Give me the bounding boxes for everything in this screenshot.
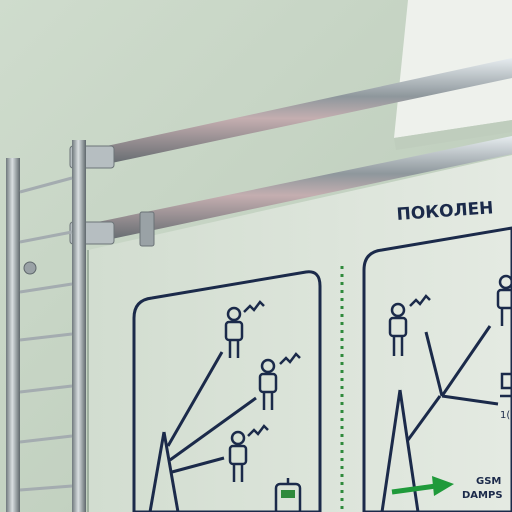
rail-lower [88,136,512,244]
signal-lines-left [166,351,257,474]
network-lines-right [424,325,499,406]
window-frame-shadow [394,120,512,150]
diagram-box-right [362,226,512,512]
arrow-icon [391,476,454,496]
post-right [72,140,86,512]
diagram-box-left [132,270,322,512]
network-label-gsm: GSM [476,476,501,487]
person-icon [496,274,512,326]
post-left [6,158,20,512]
antenna-tower-right [380,389,442,512]
computer-icon [500,372,512,398]
computer-label-partial: 1( [500,410,510,421]
post-knob [23,261,37,275]
antenna-tower-left [148,431,180,512]
person-icon [228,424,269,482]
person-icon [258,352,301,410]
rail-upper [88,58,512,168]
person-icon [224,300,265,358]
person-icon [388,294,431,356]
window-light [394,0,512,138]
ladder-rungs [19,176,73,492]
rail-clip [139,211,155,247]
mobile-phone-icon [274,478,302,512]
network-label-damps: DAMPS [462,490,503,501]
